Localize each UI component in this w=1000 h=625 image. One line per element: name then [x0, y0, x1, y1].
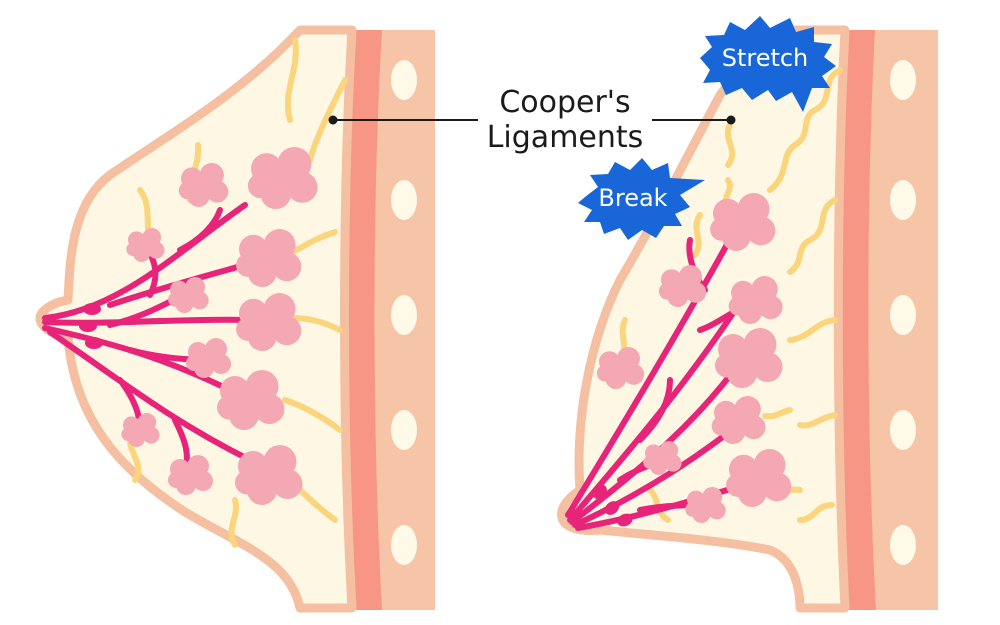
coopers-label-line2: Ligaments: [487, 120, 644, 155]
coopers-label-line1: Cooper's: [499, 85, 630, 120]
stretch-badge: Stretch: [700, 16, 836, 112]
right-breast: [557, 25, 938, 613]
right-pectoral-muscle: [838, 30, 876, 610]
break-badge: Break: [578, 158, 705, 240]
leader-dot-right: [726, 115, 736, 125]
left-breast: [35, 25, 435, 613]
left-rib-markers: [391, 60, 417, 565]
left-milk-ducts: [42, 202, 258, 473]
stretch-badge-burst-icon: [700, 16, 836, 112]
right-rib-markers: [890, 60, 916, 565]
leader-dot-left: [328, 115, 338, 125]
right-coopers-ligaments: [617, 67, 843, 523]
break-badge-label: Break: [598, 184, 667, 212]
left-pectoral-muscle: [344, 30, 382, 610]
stretch-badge-label: Stretch: [722, 44, 809, 72]
break-badge-burst-icon: [578, 158, 705, 240]
coopers-ligaments-callout: Cooper's Ligaments: [328, 85, 736, 155]
